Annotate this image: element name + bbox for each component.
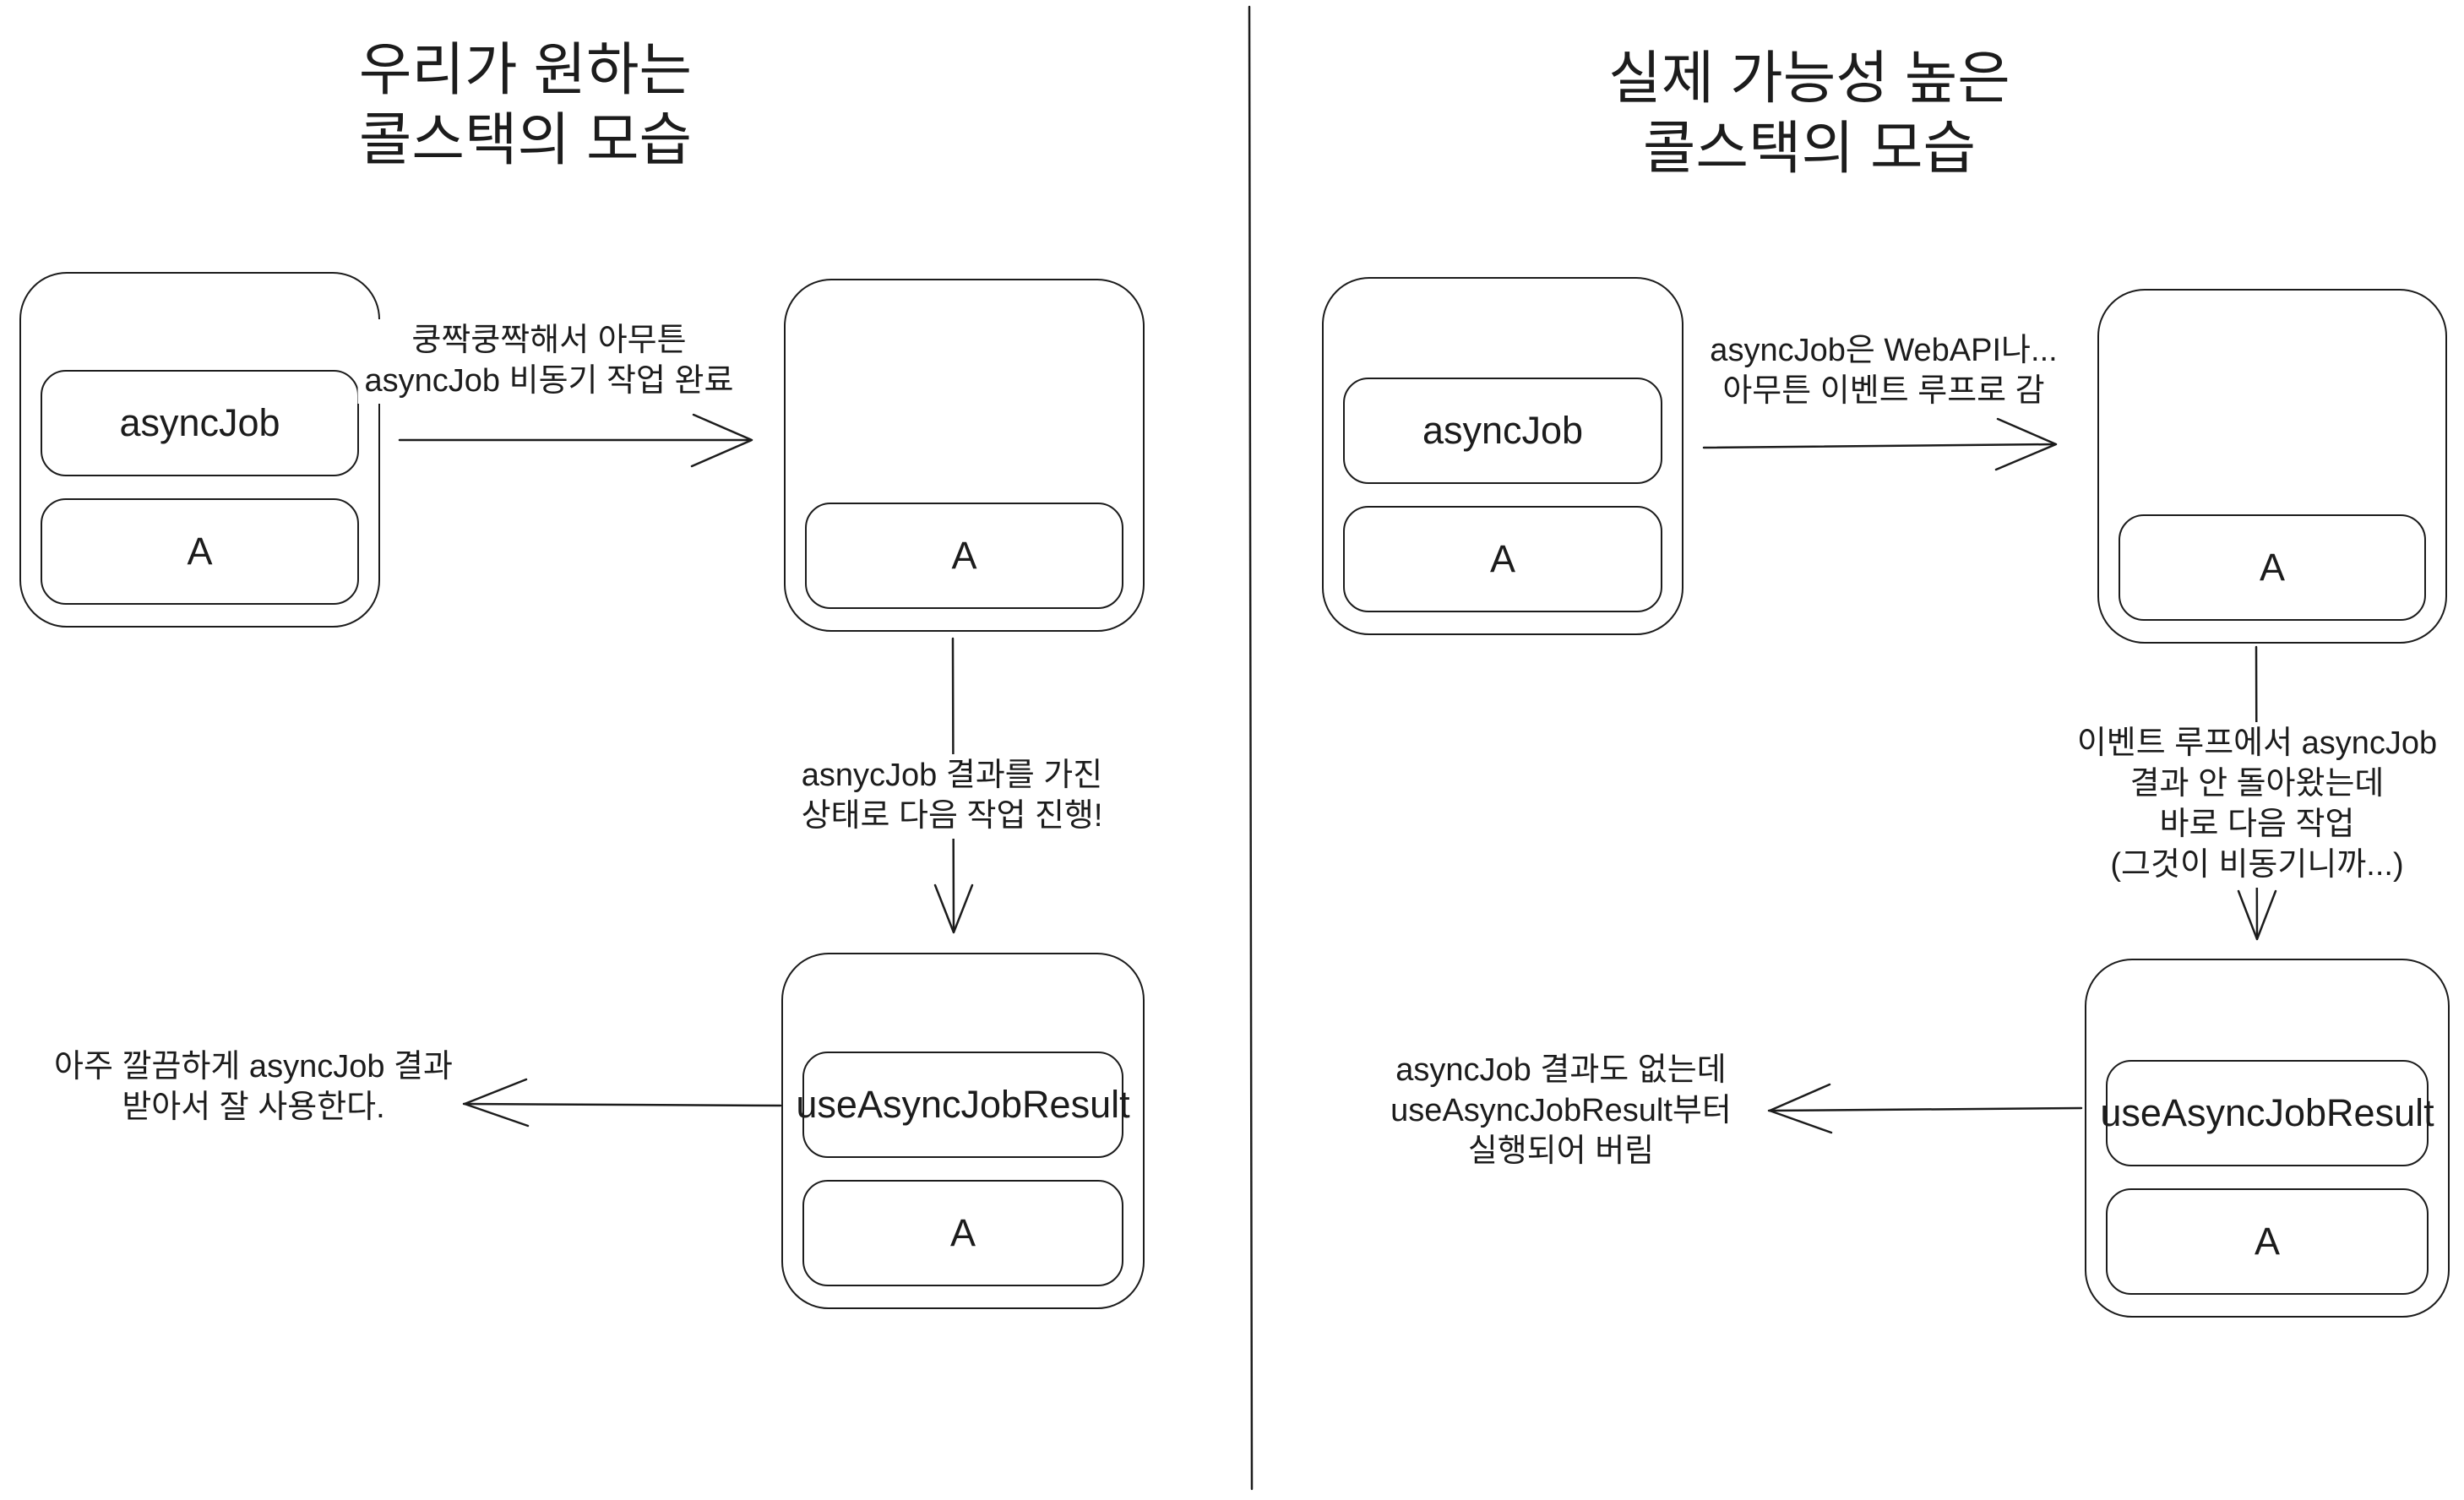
note-line: asyncJob은 WebAPI나... [1710,333,2058,368]
stack-frame-a: A [1343,506,1662,612]
note-line: asnycJob 결과를 가진 [801,758,1103,793]
right-stack-mid: A [2097,289,2447,644]
note-line: 실행되어 버림 [1467,1133,1655,1169]
right-stack-bottom: useAsyncJobResult A [2085,959,2450,1318]
arrow-right-premature [1767,1083,2083,1134]
title-line: 우리가 원하는 [358,38,693,102]
stack-frame-asyncjob: asyncJob [1343,378,1662,484]
panel-divider [1248,5,1254,1491]
stack-frame-a: A [2119,514,2426,621]
left-panel-title: 우리가 원하는 콜스택의 모습 [359,35,692,176]
note-premature: asyncJob 결과도 없는데 useAsyncJobResult부터 실행되… [1384,1049,1738,1174]
note-line: 이벤트 루프에서 asyncJob [2076,726,2438,761]
note-line: 아무튼 이벤트 루프로 감 [1722,372,2045,409]
right-stack-top: asyncJob A [1322,277,1683,635]
arrow-left-use-result [462,1078,782,1128]
stack-frame-asyncjob: asyncJob [41,370,359,476]
stack-frame-useasyncjobresult: useAsyncJobResult [796,1052,1130,1158]
note-async-complete: 쿵짝쿵짝해서 아무튼 asyncJob 비동기 작업 완료 [357,319,741,404]
note-line: 아주 깔끔하게 asyncJob 결과 [54,1049,453,1084]
title-line: 콜스택의 모습 [358,107,693,172]
note-line: 결과 안 돌아왔는데 [2129,765,2385,802]
stack-frame-a: A [41,498,359,605]
left-stack-mid: A [784,279,1145,632]
note-event-loop: asyncJob은 WebAPI나... 아무튼 이벤트 루프로 감 [1703,329,2064,414]
arrow-right-event-loop [1702,417,2058,471]
left-stack-bottom: useAsyncJobResult A [781,953,1145,1309]
stack-frame-a: A [802,1180,1123,1286]
note-use-result: 아주 깔끔하게 asyncJob 결과 받아서 잘 사용한다. [47,1046,460,1130]
right-panel-title: 실제 가능성 높은 콜스택의 모습 [1608,44,2010,184]
note-line: asyncJob 비동기 작업 완료 [364,362,734,399]
note-line: 상태로 다음 작업 진행! [801,797,1103,834]
note-line: (그것이 비동기니까...) [2110,846,2404,883]
stack-frame-a: A [805,503,1123,609]
arrow-left-async-complete [398,413,753,468]
note-no-result: 이벤트 루프에서 asyncJob 결과 안 돌아왔는데 바로 다음 작업 (그… [2070,722,2445,888]
stack-frame-useasyncjobresult: useAsyncJobResult [2100,1060,2434,1166]
note-line: 바로 다음 작업 [2159,806,2355,842]
stack-frame-a: A [2106,1188,2429,1295]
note-line: asyncJob 결과도 없는데 [1395,1052,1727,1088]
left-stack-top: asyncJob A [19,272,380,628]
title-line: 콜스택의 모습 [1642,116,1977,181]
note-line: useAsyncJobResult부터 [1390,1092,1732,1128]
title-line: 실제 가능성 높은 [1608,46,2010,111]
note-line: 쿵짝쿵짝해서 아무튼 [411,323,687,358]
note-line: 받아서 잘 사용한다. [122,1089,385,1125]
note-next-work: asnycJob 결과를 가진 상태로 다음 작업 진행! [794,754,1110,839]
